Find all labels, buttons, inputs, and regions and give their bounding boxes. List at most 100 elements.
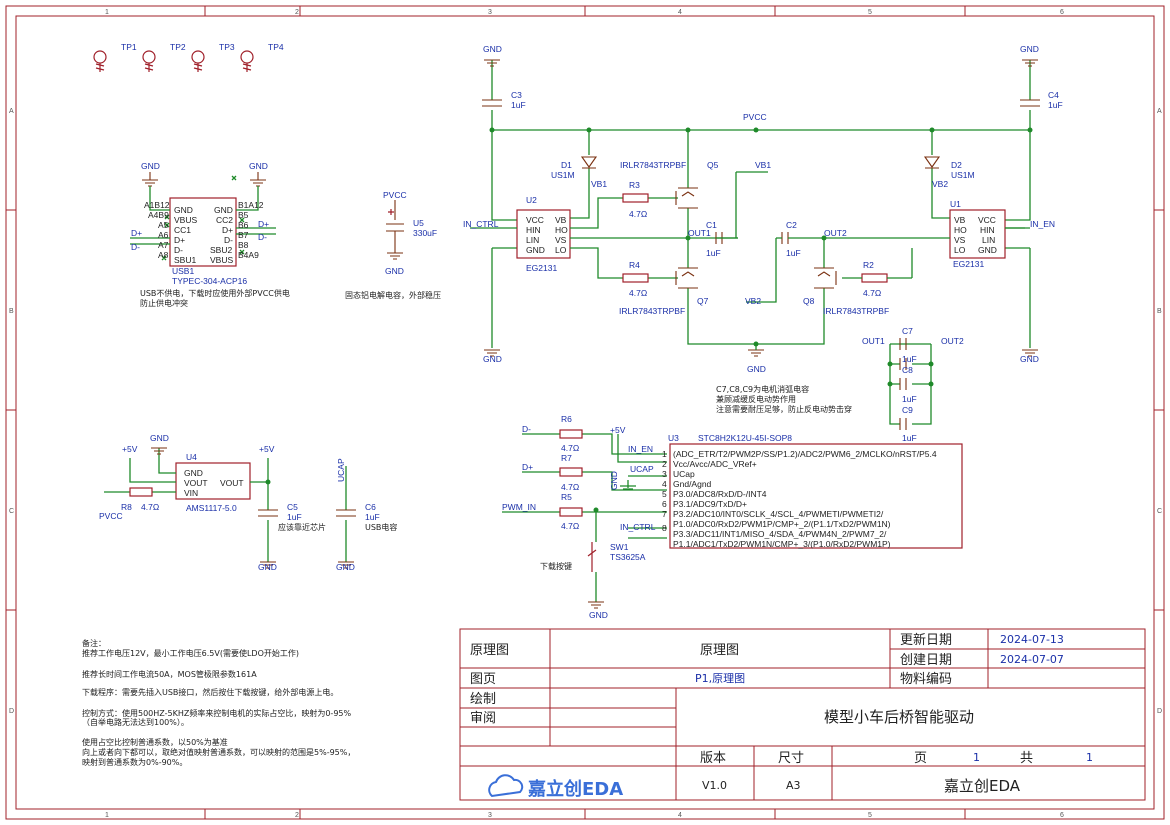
u1-pin: LO [954, 245, 966, 255]
c3-ref: C3 [511, 90, 522, 100]
tp-label: TP2 [170, 42, 186, 52]
in-ctrl-label: IN_CTRL [463, 219, 499, 229]
c6-value: 1uF [365, 512, 380, 522]
usb-pin-right: SBU2 [210, 245, 232, 255]
c1-ref: C1 [706, 220, 717, 230]
tp-label: TP3 [219, 42, 235, 52]
net-dminus: D- [522, 424, 531, 434]
row-label: A [1157, 108, 1162, 115]
col-label: 5 [868, 9, 872, 16]
usb-pin-right: D- [224, 235, 233, 245]
usb-connector [130, 172, 276, 267]
usb-ref: USB1 [172, 266, 194, 276]
usb-pinno: A4B9 [148, 210, 169, 220]
net-dminus: D- [258, 232, 267, 242]
q8-part: IRLR7843TRPBF [823, 306, 889, 316]
u5-electrolytic-cap [386, 200, 404, 260]
c6-ref: C6 [365, 502, 376, 512]
d1-ref: D1 [561, 160, 572, 170]
c5-ref: C5 [287, 502, 298, 512]
net-dminus: D- [131, 242, 140, 252]
pvcc-label: PVCC [743, 112, 767, 122]
usb-gnd-right: GND [249, 161, 268, 171]
u3-pin: UCap [673, 469, 695, 479]
col-label: 6 [1060, 812, 1064, 819]
u4-pin-out: VOUT [220, 478, 244, 488]
u1-part: EG2131 [953, 259, 984, 269]
col-label: 4 [678, 812, 682, 819]
cap-note: 注意需要耐压足够，防止反电动势击穿 [716, 404, 852, 414]
u3-pin: P1.1/ADC1/TxD2/PWM1N/CMP+_3/(P1.0/RxD2/P… [673, 539, 891, 549]
gnd-label: GND [747, 364, 766, 374]
q5-ref: Q5 [707, 160, 719, 170]
u3-pinno: 7 [662, 509, 667, 519]
c9-ref: C9 [902, 405, 913, 415]
usb-pinno: A7 [158, 240, 169, 250]
in-en-label: IN_EN [1030, 219, 1055, 229]
row-label: C [9, 508, 14, 515]
u5-gnd: GND [385, 266, 404, 276]
c4-value: 1uF [1048, 100, 1063, 110]
row-label: B [9, 308, 14, 315]
usb-pinno: B1A12 [238, 200, 264, 210]
r3-value: 4.7Ω [629, 209, 647, 219]
ucap-label: UCAP [336, 458, 346, 482]
net-dplus: D+ [522, 462, 533, 472]
mcu-u3 [502, 429, 963, 609]
u3-pin: (ADC_ETR/T2/PWM2P/SS/P1.2)/ADC2/PWM6_2/M… [673, 449, 937, 459]
usb-note: 防止供电冲突 [140, 298, 188, 308]
u1-pin: LIN [982, 235, 995, 245]
u2-pin: HIN [526, 225, 541, 235]
usb-pinno: B4A9 [238, 250, 259, 260]
tb-label-updated: 更新日期 [900, 632, 952, 648]
vb1-label: VB1 [755, 160, 771, 170]
tb-logo: 嘉立创EDA [527, 778, 623, 800]
u4-pin: VOUT [184, 478, 208, 488]
note-line: （自举电路无法达到100%）。 [82, 717, 189, 727]
q8-ref: Q8 [803, 296, 815, 306]
net-dplus: D+ [258, 219, 269, 229]
usb-pinno: A6 [158, 230, 169, 240]
sw1-ref: SW1 [610, 542, 629, 552]
note-line: 控制方式：使用500HZ-5KHZ频率来控制电机的实际占空比，映射为0-95% [82, 708, 351, 718]
u2-pin: VS [555, 235, 567, 245]
col-label: 2 [295, 9, 299, 16]
test-points [93, 50, 254, 72]
usb-pinno: B5 [238, 210, 249, 220]
u3-pin: P3.2/ADC10/INT0/SCLK_4/SCL_4/PWMETI/PWME… [673, 509, 884, 519]
tb-label-size: 尺寸 [778, 751, 804, 766]
plus5v-label: +5V [610, 425, 626, 435]
gnd-label: GND [609, 471, 619, 490]
gnd-label: GND [1020, 354, 1039, 364]
tb-label-review: 审阅 [470, 711, 496, 726]
in-ctrl-label: IN_CTRL [620, 522, 656, 532]
usb-part: TYPEC-304-ACP16 [172, 276, 247, 286]
usb-gnd-left: GND [141, 161, 160, 171]
r4-value: 4.7Ω [629, 288, 647, 298]
usb-pinno: B8 [238, 240, 249, 250]
u2-pin: VCC [526, 215, 544, 225]
u1-pin: VCC [978, 215, 996, 225]
gnd-label: GND [483, 354, 502, 364]
usb-pinno: B6 [238, 220, 249, 230]
col-label: 3 [488, 812, 492, 819]
c1-value: 1uF [706, 248, 721, 258]
row-label: D [9, 708, 14, 715]
q7-ref: Q7 [697, 296, 709, 306]
u2-pin: LIN [526, 235, 539, 245]
vb2-label: VB2 [745, 296, 761, 306]
r5-ref: R5 [561, 492, 572, 502]
u3-pinno: 6 [662, 499, 667, 509]
tb-label-drawn: 绘制 [470, 692, 496, 707]
u3-pinno: 1 [662, 449, 667, 459]
plus5v-label: +5V [259, 444, 275, 454]
r7-ref: R7 [561, 453, 572, 463]
usb-pinno: A5 [158, 220, 169, 230]
tb-label-pg: 页 [914, 751, 927, 766]
usb-pinno: B7 [238, 230, 249, 240]
tp-label: TP4 [268, 42, 284, 52]
u3-pin: P1.0/ADC0/RxD2/PWM1P/CMP+_2/(P1.1/TxD2/P… [673, 519, 891, 529]
c7-value: 1uF [902, 354, 917, 364]
sw1-part: TS3625A [610, 552, 646, 562]
usb-pin-left: D+ [174, 235, 185, 245]
